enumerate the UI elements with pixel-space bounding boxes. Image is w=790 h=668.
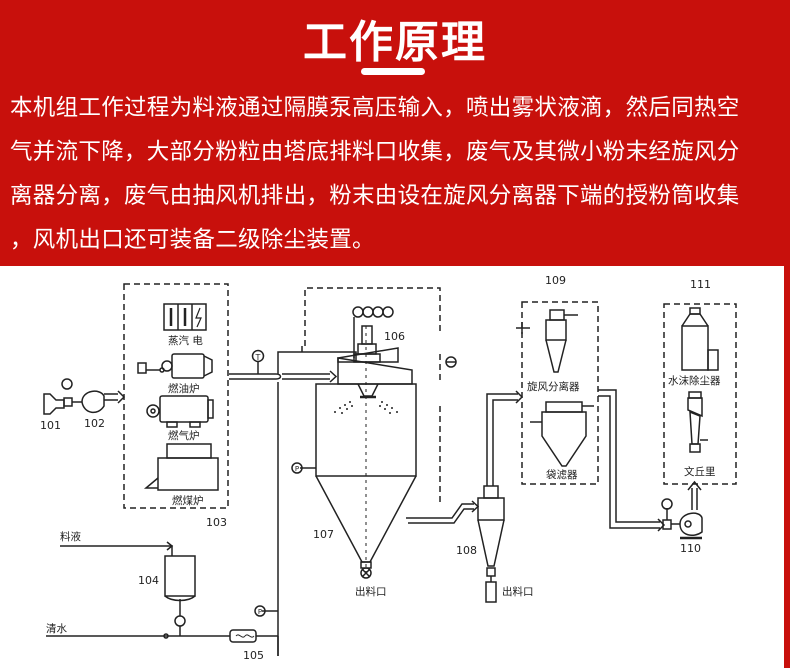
label-105: 105	[243, 649, 264, 662]
tower-to-cyclone-duct	[406, 500, 480, 524]
label-cyclone-separator: 旋风分离器	[527, 380, 580, 393]
label-109: 109	[545, 274, 566, 287]
label-steam-electric: 蒸汽 电	[168, 334, 203, 347]
label-101: 101	[40, 419, 61, 432]
label-104: 104	[138, 574, 159, 587]
label-102: 102	[84, 417, 105, 430]
label-coal-furnace: 燃煤炉	[172, 494, 204, 507]
label-outlet-main: 出料口	[355, 585, 387, 598]
label-103: 103	[206, 516, 227, 529]
label-110: 110	[680, 542, 701, 555]
atomizer-106	[337, 306, 413, 385]
clean-water-line	[46, 633, 278, 639]
description-line: 气并流下降，大部分粉粒由塔底排料口收集，废气及其微小粉末经旋风分	[10, 139, 740, 165]
label-oil-furnace: 燃油炉	[168, 382, 200, 395]
temperature-gauge-symbol: T	[255, 353, 261, 362]
spray-mist	[334, 401, 398, 414]
drying-tower-107	[291, 326, 417, 579]
label-feed-liquid: 料液	[60, 530, 81, 543]
description-line: 离器分离，废气由抽风机排出，粉末由设在旋风分离器下端的授粉筒收集	[10, 183, 740, 209]
label-106: 106	[384, 330, 405, 343]
label-111: 111	[690, 278, 711, 291]
header-banner: 工作原理 本机组工作过程为料液通过隔膜泵高压输入，喷出雾状液滴，然后同热空 气并…	[0, 0, 790, 266]
title-underline	[361, 68, 425, 75]
label-venturi: 文丘里	[684, 465, 716, 478]
feed-tank-104	[60, 541, 196, 636]
label-107: 107	[313, 528, 334, 541]
cyclone-108	[477, 390, 524, 603]
heat-source-box-103	[123, 283, 229, 509]
hot-air-duct	[229, 287, 457, 656]
description-line: 本机组工作过程为料液通过隔膜泵高压输入，喷出雾状液滴，然后同热空	[10, 95, 740, 121]
description: 本机组工作过程为料液通过隔膜泵高压输入，喷出雾状液滴，然后同热空 气并流下降，大…	[10, 86, 788, 262]
dust-collector-box-111	[663, 303, 737, 485]
right-border-strip	[784, 266, 790, 668]
pressure-gauge-symbol-feed: P	[258, 608, 262, 616]
label-water-film-dust-collector: 水沫除尘器	[668, 374, 721, 387]
description-line: ，风机出口还可装备二级除尘装置。	[10, 227, 375, 253]
exhaust-fan-110	[661, 480, 703, 540]
pressure-gauge-symbol-tower: P	[295, 465, 299, 473]
label-108: 108	[456, 544, 477, 557]
label-bag-filter: 袋滤器	[546, 468, 578, 481]
blower-102	[81, 390, 126, 414]
label-clean-water: 清水	[46, 622, 67, 635]
separator-box-109	[516, 301, 666, 532]
flow-diagram-svg: T P P 101 102 103 104 105 106 107 108 10…	[40, 274, 737, 662]
label-outlet-cyclone: 出料口	[502, 585, 534, 598]
label-gas-furnace: 燃气炉	[168, 429, 200, 442]
page-title: 工作原理	[303, 17, 487, 68]
air-filter-101	[43, 378, 82, 415]
heater-105	[229, 605, 279, 656]
process-flow-diagram: T P P 101 102 103 104 105 106 107 108 10…	[0, 266, 790, 668]
